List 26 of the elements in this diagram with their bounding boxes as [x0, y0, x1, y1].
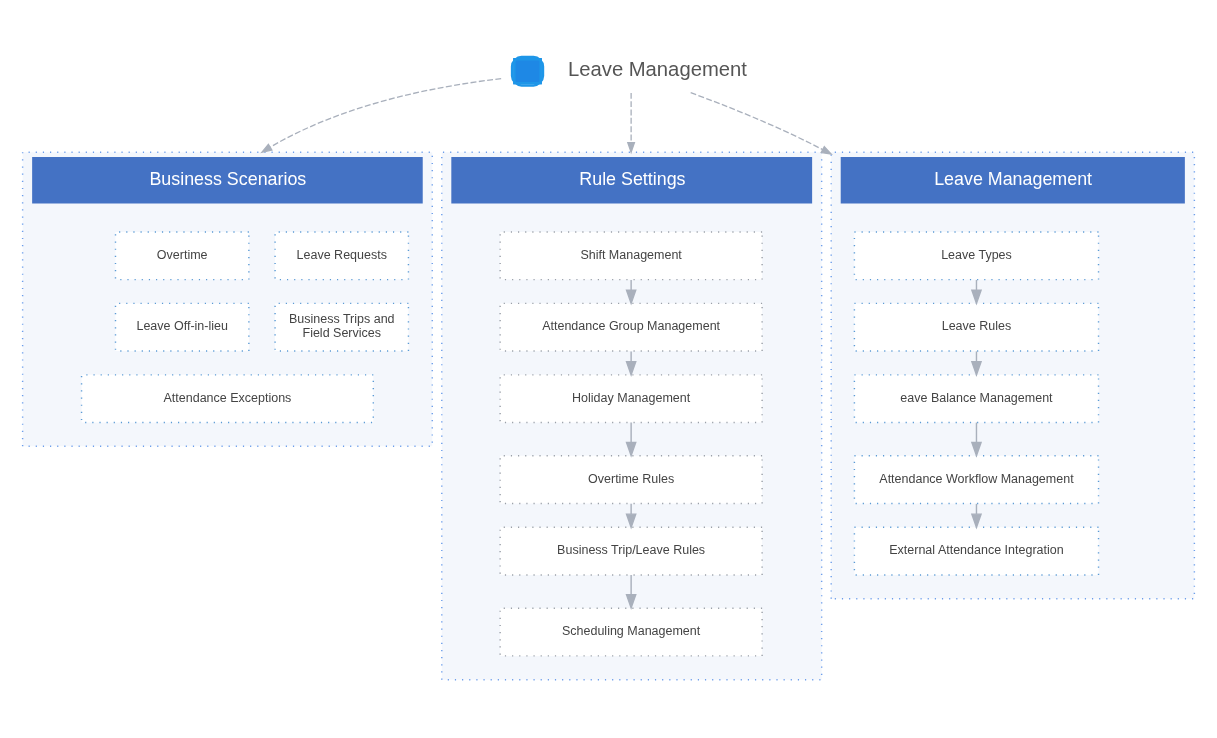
node-box: Scheduling Management	[499, 607, 763, 657]
node-box: Business Trips and Field Services	[274, 302, 410, 352]
node-box: Attendance Workflow Management	[853, 454, 1100, 504]
node-box: Shift Management	[499, 230, 763, 280]
node-box: Attendance Group Management	[499, 302, 763, 352]
node-label: Leave Management	[568, 57, 747, 80]
arrow	[690, 91, 833, 155]
arrow	[625, 421, 637, 458]
arrow	[260, 77, 502, 153]
arrow	[625, 502, 637, 529]
node-box: Leave Rules	[853, 302, 1100, 352]
arrow	[625, 350, 637, 377]
node-box: Overtime	[114, 230, 250, 280]
node-box: Overtime Rules	[499, 454, 763, 504]
node-box: Holiday Management	[499, 373, 763, 423]
node-box: Leave Off-in-lieu	[114, 302, 250, 352]
node-box: Attendance Exceptions	[80, 373, 375, 423]
arrow	[626, 91, 636, 154]
arrow	[625, 573, 637, 610]
node-box: Business Trip/Leave Rules	[499, 526, 763, 576]
arrow	[970, 421, 983, 458]
node-box: eave Balance Management	[853, 373, 1100, 423]
arrow	[625, 278, 637, 306]
node-box: External Attendance Integration	[853, 526, 1100, 576]
node-box: Leave Requests	[274, 230, 410, 280]
node-box: Leave Types	[853, 230, 1100, 280]
